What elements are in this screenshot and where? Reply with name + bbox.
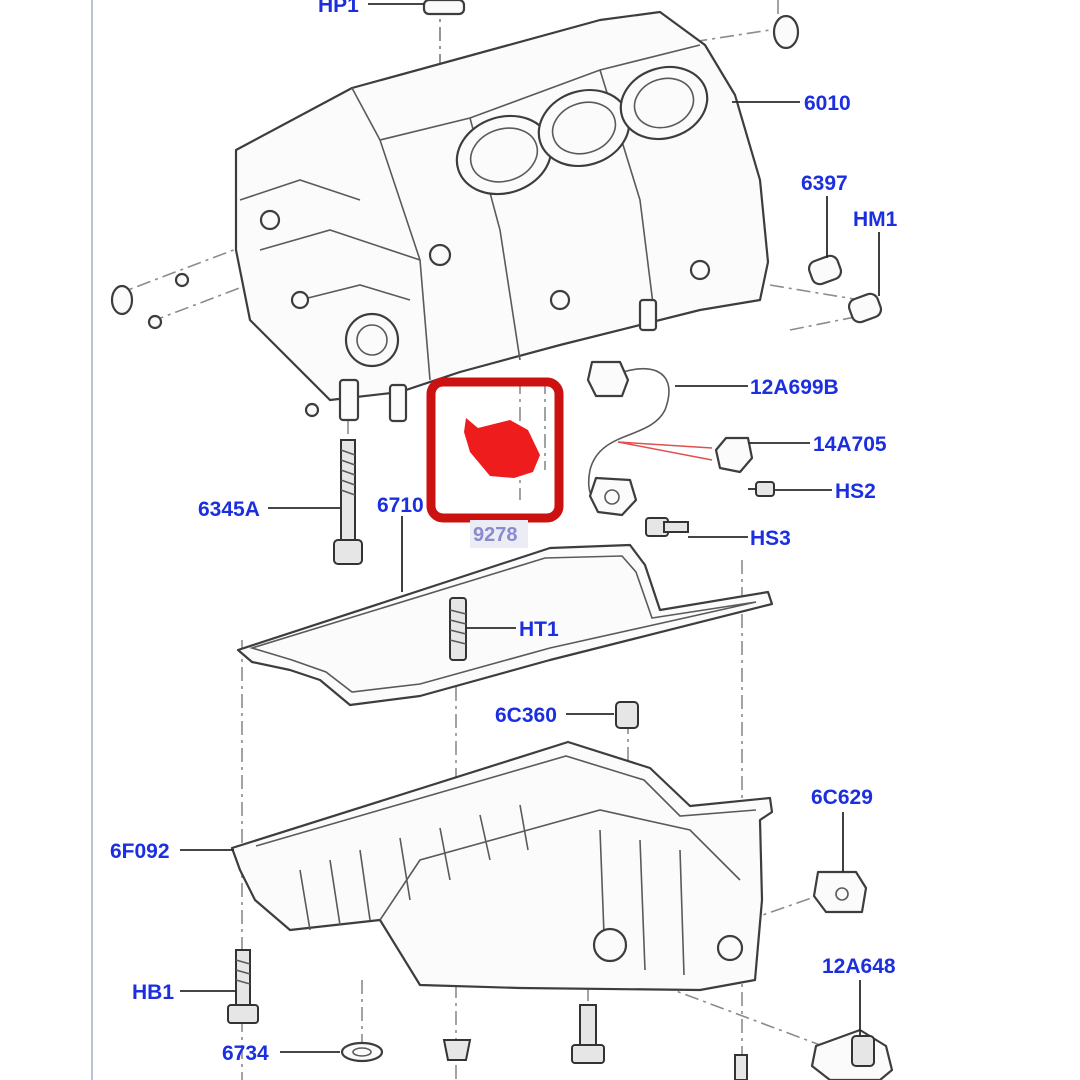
bracket-6c629[interactable] bbox=[812, 870, 868, 914]
label-ht1[interactable]: HT1 bbox=[519, 618, 559, 641]
bolt-hs3[interactable] bbox=[645, 517, 689, 537]
label-6734[interactable]: 6734 bbox=[222, 1042, 269, 1065]
label-6345a[interactable]: 6345A bbox=[198, 498, 260, 521]
label-6397[interactable]: 6397 bbox=[801, 172, 848, 195]
engine-block[interactable] bbox=[234, 10, 770, 423]
label-hm1[interactable]: HM1 bbox=[853, 208, 898, 231]
leader-lines bbox=[180, 3, 880, 1053]
label-6c629[interactable]: 6C629 bbox=[811, 786, 873, 809]
bolt-hb1[interactable] bbox=[227, 949, 259, 1024]
bolt-6345a[interactable] bbox=[333, 439, 363, 565]
label-12a648[interactable]: 12A648 bbox=[822, 955, 896, 978]
label-hs2[interactable]: HS2 bbox=[835, 480, 876, 503]
label-6010[interactable]: 6010 bbox=[804, 92, 851, 115]
oil-pan-gasket-6710[interactable] bbox=[236, 543, 774, 707]
bottom-fasteners[interactable] bbox=[442, 1004, 748, 1080]
sensor-harness[interactable] bbox=[586, 360, 670, 517]
plug-6010-ring[interactable] bbox=[772, 14, 800, 50]
dowel-hm1[interactable] bbox=[847, 292, 883, 325]
plug-hp1[interactable] bbox=[422, 0, 466, 16]
label-9278[interactable]: 9278 bbox=[473, 524, 518, 546]
oil-pan-6f092[interactable] bbox=[230, 740, 774, 992]
dowel-6397[interactable] bbox=[807, 254, 843, 287]
label-12a699b[interactable]: 12A699B bbox=[750, 376, 839, 399]
stud-ht1[interactable] bbox=[449, 597, 467, 661]
clip-14a705[interactable] bbox=[617, 436, 754, 474]
bolt-hs2[interactable] bbox=[748, 481, 775, 497]
label-hb1[interactable]: HB1 bbox=[132, 981, 174, 1004]
label-6c360[interactable]: 6C360 bbox=[495, 704, 557, 727]
left-side-plugs[interactable] bbox=[110, 272, 190, 330]
label-6f092[interactable]: 6F092 bbox=[110, 840, 170, 863]
highlighted-part-9278[interactable] bbox=[426, 377, 564, 548]
label-hs3[interactable]: HS3 bbox=[750, 527, 791, 550]
label-6710[interactable]: 6710 bbox=[377, 494, 424, 517]
label-14a705[interactable]: 14A705 bbox=[813, 433, 887, 456]
washer-6734[interactable] bbox=[340, 1041, 384, 1063]
part-labels: HP1 6010 6397 HM1 12A699B 14A705 HS2 HS3… bbox=[110, 0, 898, 1065]
plug-6c360[interactable] bbox=[615, 701, 639, 729]
label-hp1[interactable]: HP1 bbox=[318, 0, 359, 17]
sensor-12a648[interactable] bbox=[810, 1028, 894, 1080]
